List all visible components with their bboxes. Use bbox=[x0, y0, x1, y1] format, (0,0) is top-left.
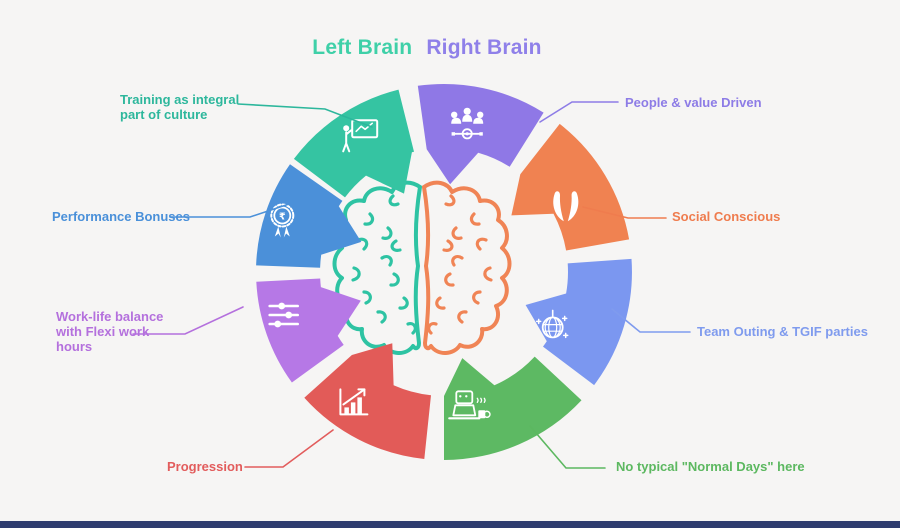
growth-chart-icon bbox=[339, 388, 369, 416]
title-right-brain: Right Brain bbox=[426, 36, 542, 59]
connector-social bbox=[582, 206, 667, 219]
team-gear-icon bbox=[451, 107, 484, 140]
page-title: Left Brain Right Brain bbox=[0, 36, 877, 60]
robot-laptop-icon bbox=[448, 390, 491, 420]
label-line: Training as integral bbox=[120, 92, 240, 107]
connector-progression bbox=[244, 429, 334, 468]
brain-right-hemisphere bbox=[422, 180, 512, 356]
footer-bar bbox=[0, 521, 900, 528]
connector-notypical bbox=[529, 425, 606, 469]
label-people: People & value Driven bbox=[625, 95, 762, 110]
segment-performance bbox=[256, 164, 362, 268]
label-line: Performance Bonuses bbox=[52, 209, 190, 224]
label-performance: Performance Bonuses bbox=[52, 209, 190, 224]
label-progression: Progression bbox=[167, 459, 243, 474]
presentation-icon bbox=[342, 119, 379, 153]
label-line: with Flexi work bbox=[56, 324, 150, 339]
connector-teamouting bbox=[611, 308, 691, 333]
label-worklife: Work-life balance with Flexi work hours bbox=[56, 309, 163, 354]
label-notypical: No typical "Normal Days" here bbox=[616, 459, 805, 474]
label-line: Social Conscious bbox=[672, 209, 781, 224]
label-line: Progression bbox=[167, 459, 243, 474]
label-line: Team Outing & TGIF parties bbox=[697, 324, 868, 339]
svg-text:₹: ₹ bbox=[279, 211, 286, 222]
label-line: No typical "Normal Days" here bbox=[616, 459, 805, 474]
label-teamouting: Team Outing & TGIF parties bbox=[697, 324, 868, 339]
segment-training bbox=[293, 89, 414, 198]
sliders-icon bbox=[268, 302, 300, 328]
hands-icon bbox=[553, 191, 579, 222]
connector-worklife bbox=[132, 306, 244, 335]
brain-left-hemisphere bbox=[332, 180, 422, 356]
disco-ball-icon bbox=[535, 309, 569, 339]
segment-social bbox=[511, 123, 630, 251]
segment-teamouting bbox=[525, 258, 632, 386]
segment-progression bbox=[304, 343, 431, 459]
label-line: Work-life balance bbox=[56, 309, 164, 324]
label-social: Social Conscious bbox=[672, 209, 780, 224]
medal-rupee-icon: ₹ bbox=[270, 203, 295, 238]
connector-performance bbox=[169, 203, 290, 218]
label-line: hours bbox=[56, 339, 93, 354]
label-line: People & value Driven bbox=[625, 95, 762, 110]
connector-training bbox=[237, 103, 373, 128]
segment-notypical bbox=[444, 356, 582, 460]
title-left-brain: Left Brain bbox=[312, 36, 413, 59]
label-line: part of culture bbox=[120, 107, 208, 122]
label-training: Training as integral part of culture bbox=[120, 92, 239, 122]
connector-people bbox=[539, 101, 619, 123]
